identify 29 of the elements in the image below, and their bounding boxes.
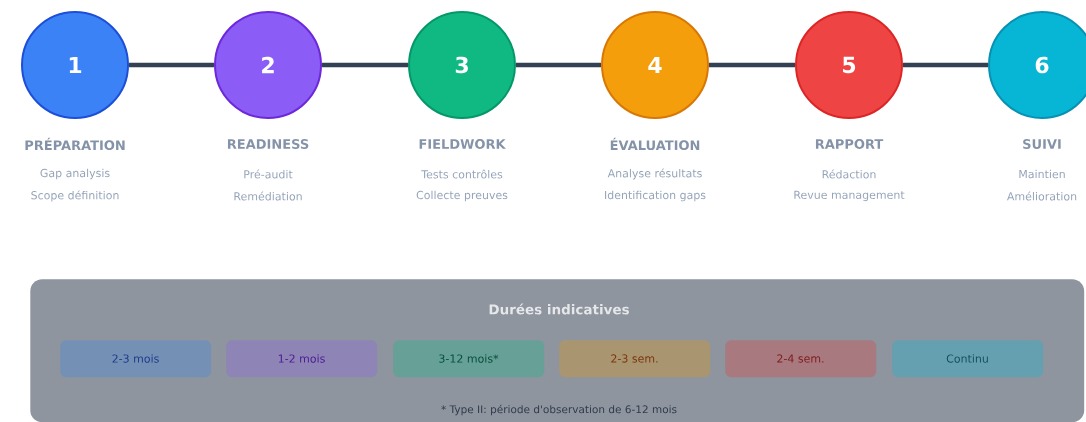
phase-title: SUIVI bbox=[1023, 139, 1061, 149]
phase-task: Gap analysis bbox=[40, 168, 110, 180]
phase-task: Revue management bbox=[794, 190, 905, 202]
phase-title: PRÉPARATION bbox=[25, 137, 125, 151]
duration-badge: 1-2 mois bbox=[226, 340, 378, 378]
duration-badge: 3-12 mois* bbox=[393, 340, 545, 378]
phase-task: Analyse résultats bbox=[607, 168, 702, 180]
phase-title: FIELDWORK bbox=[419, 139, 506, 149]
duration-badge: 2-4 sem. bbox=[725, 340, 877, 378]
phase-title: RAPPORT bbox=[815, 139, 884, 149]
connector-line bbox=[903, 62, 988, 68]
phase-title: READINESS bbox=[227, 139, 309, 149]
phase-task: Pré-audit bbox=[244, 169, 293, 179]
connector-line bbox=[129, 62, 214, 68]
phase-task: Maintien bbox=[1019, 169, 1065, 179]
phase-task: Remédiation bbox=[234, 191, 302, 201]
phase-task: Amélioration bbox=[1007, 191, 1077, 201]
connector-line bbox=[709, 62, 795, 68]
connector-line bbox=[516, 62, 601, 68]
phase-task: Identification gaps bbox=[605, 190, 706, 202]
duration-badge: Continu bbox=[892, 340, 1044, 378]
duration-badge: 2-3 sem. bbox=[559, 340, 711, 378]
phase-task: Rédaction bbox=[822, 169, 876, 179]
duration-badge: 2-3 mois bbox=[60, 340, 212, 378]
phase-title: ÉVALUATION bbox=[610, 137, 700, 151]
phase-task: Tests contrôles bbox=[421, 169, 503, 179]
phase-task: Scope définition bbox=[31, 190, 119, 202]
connector-line bbox=[322, 62, 408, 68]
phase-task: Collecte preuves bbox=[416, 190, 508, 202]
